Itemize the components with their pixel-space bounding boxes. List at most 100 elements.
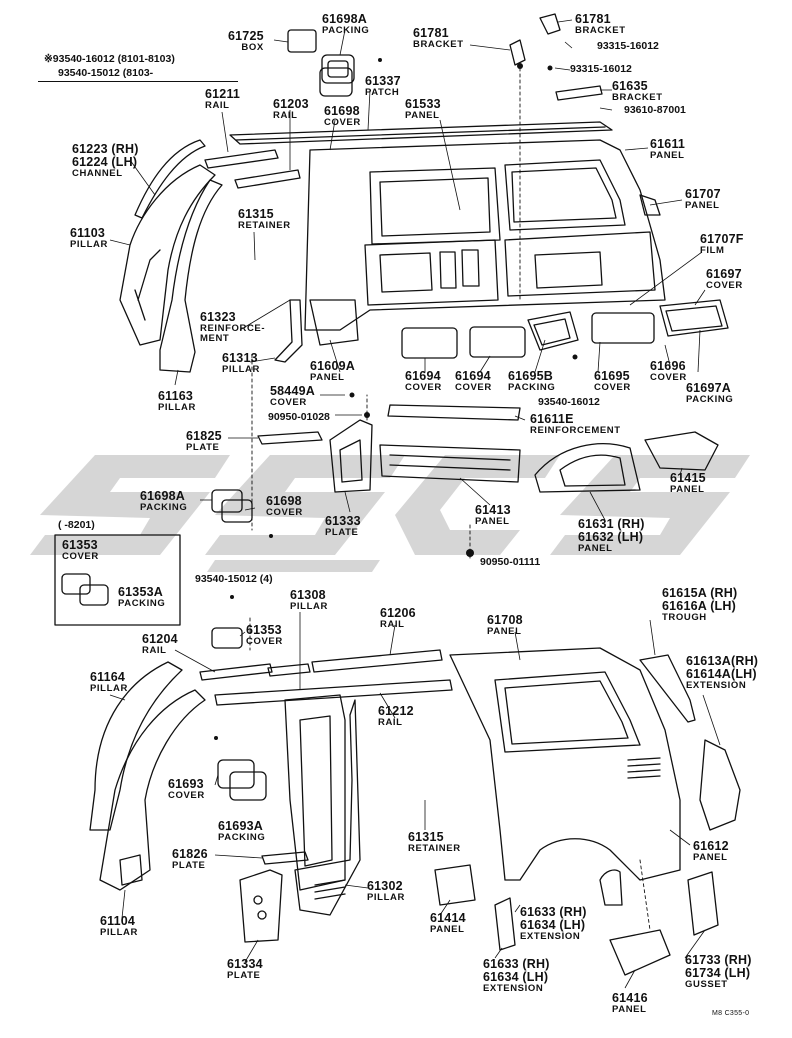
window-opening [369, 167, 501, 245]
label-61302: 61302 PILLAR [367, 879, 405, 904]
label-61693A: 61693A PACKING [218, 819, 266, 844]
label-61633-b: 61633 (RH) 61634 (LH) EXTENSION [483, 957, 550, 995]
label-61212: 61212 RAIL [378, 704, 414, 729]
label-61781-a: 61781 BRACKET [413, 26, 464, 51]
cover-61694a-shape [401, 327, 458, 359]
pillar-61313-shape [274, 299, 303, 363]
cover-61353-shape [211, 627, 243, 649]
label-61725: 61725 BOX [228, 29, 264, 54]
footer-code: M8 C355-0 [712, 1010, 750, 1017]
roof-rail-shape [229, 121, 613, 145]
panel-61631-shape [534, 443, 641, 493]
label-61733: 61733 (RH) 61734 (LH) GUSSET [685, 953, 752, 991]
label-61416: 61416 PANEL [612, 991, 648, 1016]
plate-61333-shape [329, 419, 373, 493]
label-61611E: 61611E REINFORCEMENT [530, 412, 621, 437]
rail-61211-shape [204, 149, 279, 169]
label-61103: 61103 PILLAR [70, 226, 108, 251]
label-61695: 61695 COVER [594, 369, 631, 394]
label-61334: 61334 PLATE [227, 957, 263, 982]
ref-93610: 93610-87001 [624, 104, 686, 116]
panel-61414-shape [434, 864, 476, 906]
label-61825: 61825 PLATE [186, 429, 222, 454]
extension-61613A-shape [699, 739, 741, 831]
panel-61533-shape [364, 239, 499, 306]
label-61826: 61826 PLATE [172, 847, 208, 872]
label-61698-mid: 61698 COVER [266, 494, 303, 519]
pillar-61104-shape [99, 689, 206, 891]
cover-61693-shape [217, 759, 255, 789]
label-61707: 61707 PANEL [685, 187, 721, 212]
packing-61693A-shape [229, 771, 267, 801]
label-61609A: 61609A PANEL [310, 359, 355, 384]
panel-61609A-shape [309, 299, 359, 346]
ref-93540-15012: 93540-15012 (4) [195, 573, 273, 585]
label-61204: 61204 RAIL [142, 632, 178, 657]
gusset-61733-shape [687, 871, 719, 936]
rail-61212-shape [214, 679, 453, 706]
ref-93540-mid: 93540-16012 [538, 396, 600, 408]
panel-61415-shape [644, 431, 719, 471]
label-61164: 61164 PILLAR [90, 670, 128, 695]
label-61698A-mid: 61698A PACKING [140, 489, 188, 514]
label-61697: 61697 COVER [706, 267, 743, 292]
cover-61697-shape [659, 299, 729, 337]
label-61353A: 61353A PACKING [118, 585, 166, 610]
label-61104: 61104 PILLAR [100, 914, 138, 939]
label-61633-a: 61633 (RH) 61634 (LH) EXTENSION [520, 905, 587, 943]
panel-61708-shape [449, 647, 681, 881]
note-line-1: ※93540-16012 (8101-8103) [44, 53, 175, 65]
label-61203: 61203 RAIL [273, 97, 309, 122]
label-61206: 61206 RAIL [380, 606, 416, 631]
label-61337: 61337 PATCH [365, 74, 401, 99]
rail-top-small [267, 663, 311, 677]
cover-61694b-shape [469, 326, 526, 358]
panel-61413-shape [379, 444, 521, 483]
label-61698-top: 61698 COVER [324, 104, 361, 129]
label-61533: 61533 PANEL [405, 97, 441, 122]
packing-61698A-shape [211, 489, 243, 513]
label-61414: 61414 PANEL [430, 911, 466, 936]
plate-61334-shape [239, 869, 283, 943]
label-61635: 61635 BRACKET [612, 79, 663, 104]
rail-61206-shape [311, 649, 443, 673]
note-underline [38, 81, 238, 82]
label-61694-a: 61694 COVER [405, 369, 442, 394]
label-61333: 61333 PLATE [325, 514, 361, 539]
panel-61416-shape [609, 929, 671, 976]
label-61693: 61693 COVER [168, 777, 205, 802]
label-61315-top: 61315 RETAINER [238, 207, 291, 232]
bracket-61781a-shape [509, 39, 526, 66]
label-61313: 61313 PILLAR [222, 351, 260, 376]
label-61631: 61631 (RH) 61632 (LH) PANEL [578, 517, 645, 555]
label-61615A: 61615A (RH) 61616A (LH) TROUGH [662, 586, 738, 624]
label-61315-bot: 61315 RETAINER [408, 830, 461, 855]
label-61413: 61413 PANEL [475, 503, 511, 528]
label-61611: 61611 PANEL [650, 137, 686, 162]
plate-61826-shape [261, 851, 309, 865]
label-61323: 61323 REINFORCE- MENT [200, 310, 266, 345]
box-range: ( -8201) [58, 519, 95, 531]
label-61696: 61696 COVER [650, 359, 687, 384]
panel-61707-shape [504, 231, 656, 297]
label-58449A: 58449A COVER [270, 384, 315, 409]
packing-61695B-shape [527, 311, 579, 351]
rear-window-opening [504, 159, 626, 231]
label-61613A: 61613A(RH) 61614A(LH) EXTENSION [686, 654, 759, 692]
plate-61825-shape [257, 431, 323, 445]
label-61353: 61353 COVER [246, 623, 283, 648]
label-61223: 61223 (RH) 61224 (LH) CHANNEL [72, 142, 139, 180]
cover-61696-shape [591, 312, 655, 344]
ref-90950-01028: 90950-01028 [268, 411, 330, 423]
label-61211: 61211 RAIL [205, 87, 241, 112]
channel-61223-shape [134, 139, 206, 219]
bracket-61635-shape [555, 85, 603, 101]
label-61708: 61708 PANEL [487, 613, 523, 638]
label-61698A-top: 61698A PACKING [322, 12, 370, 37]
pillar-61302-shape [294, 699, 361, 916]
label-61695B: 61695B PACKING [508, 369, 556, 394]
pillar-61163-shape [159, 179, 223, 373]
label-61163: 61163 PILLAR [158, 389, 196, 414]
label-61707F: 61707F FILM [700, 232, 744, 257]
